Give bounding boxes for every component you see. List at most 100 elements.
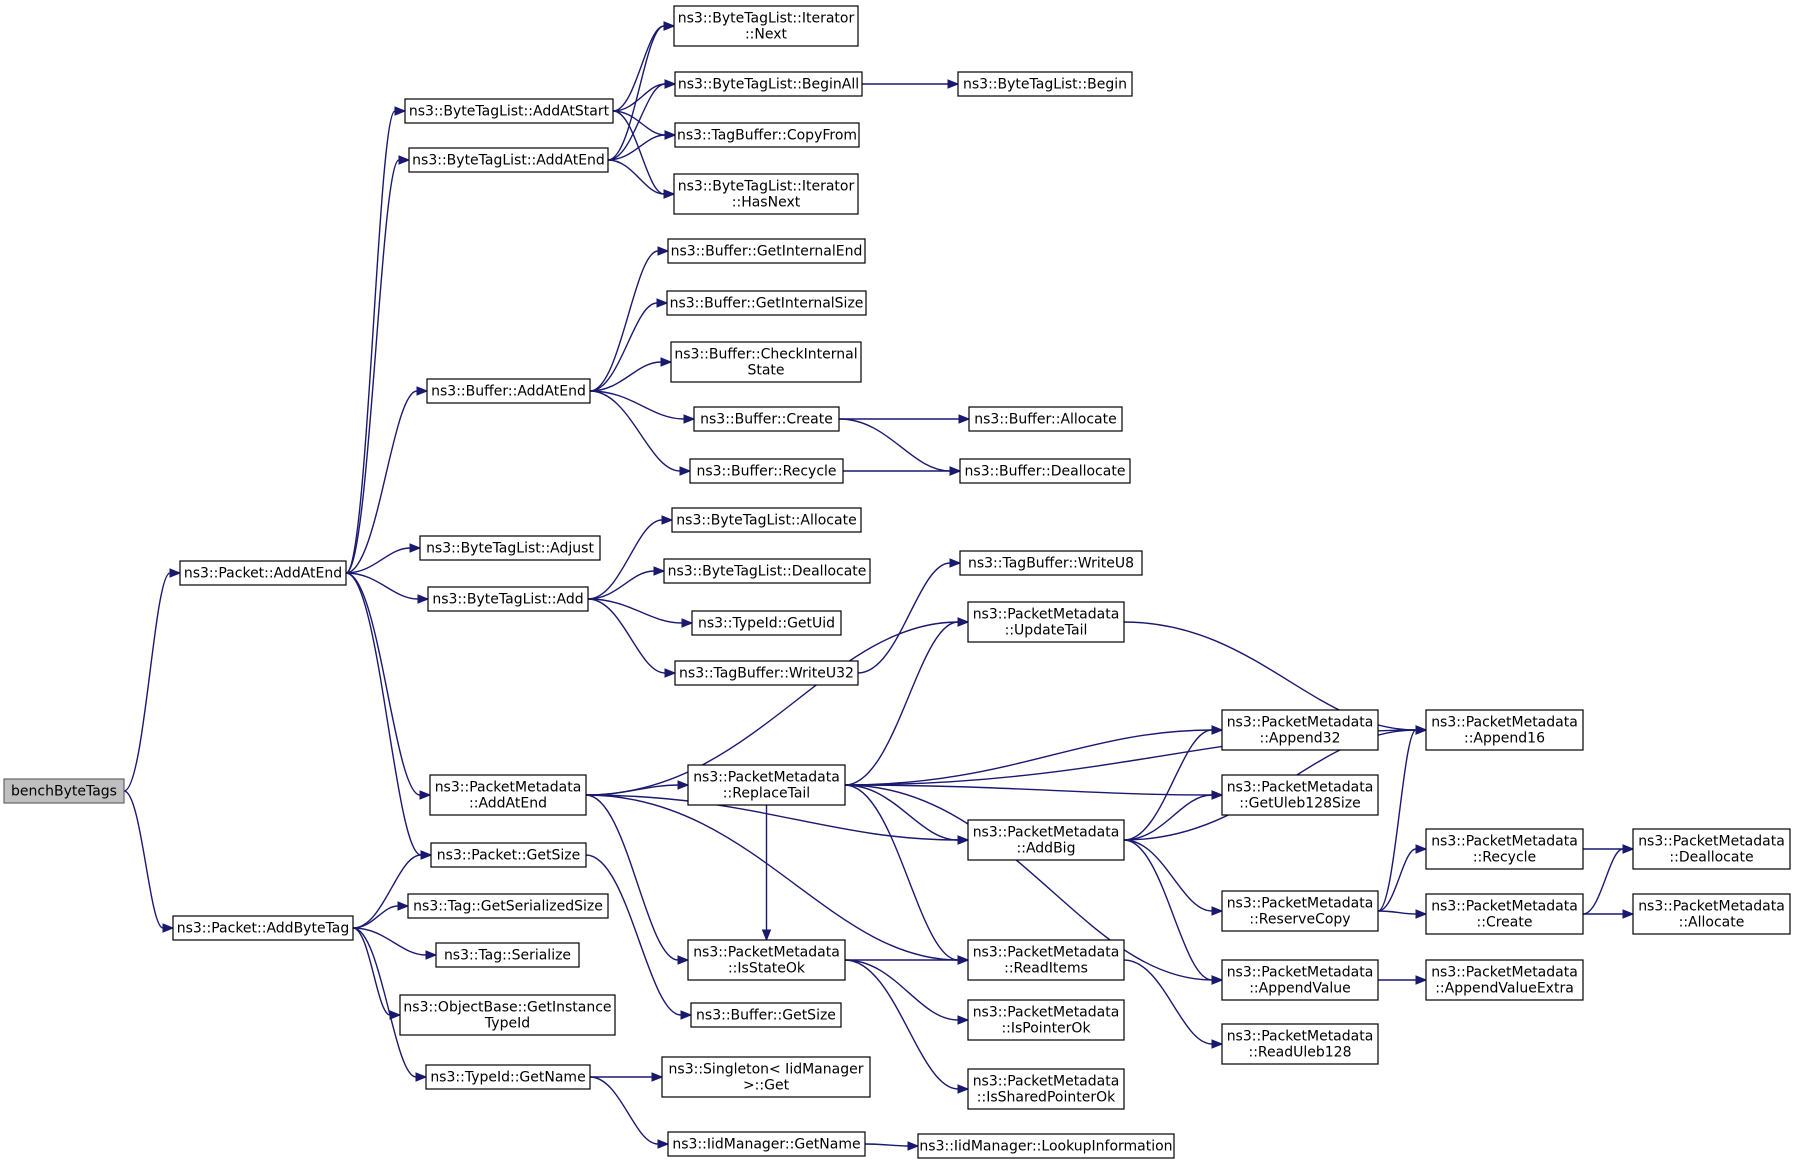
edge-arrowhead — [162, 923, 175, 933]
node-buffer-addatend[interactable]: ns3::Buffer::AddAtEnd — [426, 378, 591, 404]
node-pm-ispointerok[interactable]: ns3::PacketMetadata::IsPointerOk — [967, 999, 1125, 1041]
edge-line — [612, 25, 665, 112]
node-typeid-getname[interactable]: ns3::TypeId::GetName — [425, 1064, 591, 1090]
node-label: ns3::Packet::AddByteTag — [177, 921, 350, 937]
node-iidmanager-getname[interactable]: ns3::IidManager::GetName — [667, 1131, 866, 1157]
edge-buffer-addatend-to-buffer-recycle — [589, 390, 692, 476]
edge-line — [345, 572, 421, 796]
node-box — [435, 942, 580, 968]
node-packet-getsize[interactable]: ns3::Packet::GetSize — [430, 842, 587, 868]
node-singleton-get[interactable]: ns3::Singleton< IidManager>::Get — [661, 1056, 871, 1098]
edge-arrowhead — [1211, 906, 1224, 916]
node-btl-begin[interactable]: ns3::ByteTagList::Begin — [957, 71, 1133, 97]
node-label: ns3::IidManager::GetName — [672, 1137, 860, 1153]
node-buffer-getinternalend[interactable]: ns3::Buffer::GetInternalEnd — [667, 238, 866, 264]
node-buffer-deallocate[interactable]: ns3::Buffer::Deallocate — [959, 458, 1131, 484]
node-box — [673, 5, 859, 47]
node-btl-iterator-next[interactable]: ns3::ByteTagList::Iterator::Next — [673, 5, 859, 47]
node-pm-readuleb128[interactable]: ns3::PacketMetadata::ReadUleb128 — [1221, 1023, 1379, 1065]
edge-packet-addbytetag-to-tag-serialize — [352, 927, 438, 960]
node-pm-addatend[interactable]: ns3::PacketMetadata::AddAtEnd — [429, 774, 587, 816]
node-tag-getserializedsize[interactable]: ns3::Tag::GetSerializedSize — [407, 893, 609, 919]
edge-pm-isstateok-to-pm-readitems — [845, 955, 970, 965]
node-pm-issharedpointerok[interactable]: ns3::PacketMetadata::IsSharedPointerOk — [967, 1068, 1125, 1110]
node-pm-reservecopy[interactable]: ns3::PacketMetadata::ReserveCopy — [1221, 890, 1379, 932]
node-pm-isstateok[interactable]: ns3::PacketMetadata::IsStateOk — [687, 939, 846, 981]
node-box — [419, 535, 601, 561]
node-pm-append16[interactable]: ns3::PacketMetadata::Append16 — [1425, 709, 1584, 751]
edge-arrowhead — [681, 618, 694, 628]
node-box — [404, 98, 614, 124]
edge-buffer-addatend-to-buffer-getinternalend — [589, 246, 670, 392]
node-label: ns3::Packet::AddAtEnd — [184, 566, 342, 582]
node-label: ns3::ByteTagList::BeginAll — [678, 77, 859, 93]
edge-arrowhead — [958, 414, 971, 424]
node-pm-create[interactable]: ns3::PacketMetadata::Create — [1425, 893, 1584, 935]
edge-line — [345, 572, 422, 856]
edge-benchbytetags-to-packet-addbytetag — [123, 790, 175, 933]
node-label: ns3::Buffer::GetInternalSize — [670, 296, 864, 312]
edge-buffer-addatend-to-buffer-checkinternalstate — [589, 357, 673, 392]
edge-iidmanager-getname-to-iidmanager-lookupinformation — [864, 1141, 920, 1151]
edge-line — [844, 959, 959, 1090]
node-pm-allocate[interactable]: ns3::PacketMetadata::Allocate — [1632, 893, 1791, 935]
node-tagbuffer-writeu8[interactable]: ns3::TagBuffer::WriteU8 — [959, 550, 1143, 576]
node-btl-adjust[interactable]: ns3::ByteTagList::Adjust — [419, 535, 601, 561]
edge-pm-create-to-pm-deallocate — [1582, 844, 1635, 915]
node-btl-allocate[interactable]: ns3::ByteTagList::Allocate — [671, 507, 862, 533]
node-benchbytetags[interactable]: benchByteTags — [3, 778, 125, 804]
edge-line — [1377, 848, 1417, 912]
node-label: ns3::PacketMetadata — [973, 825, 1120, 841]
node-btl-deallocate[interactable]: ns3::ByteTagList::Deallocate — [663, 558, 871, 584]
node-tagbuffer-writeu32[interactable]: ns3::TagBuffer::WriteU32 — [674, 660, 859, 686]
node-buffer-getsize[interactable]: ns3::Buffer::GetSize — [690, 1002, 842, 1028]
edge-arrowhead — [1415, 844, 1428, 854]
edge-line — [587, 570, 655, 600]
edge-line — [844, 784, 1213, 796]
node-btl-iterator-hasnext[interactable]: ns3::ByteTagList::Iterator::HasNext — [673, 173, 859, 215]
node-pm-appendvalueextra[interactable]: ns3::PacketMetadata::AppendValueExtra — [1425, 959, 1584, 1001]
node-pm-updatetail[interactable]: ns3::PacketMetadata::UpdateTail — [967, 601, 1125, 643]
node-pm-readitems[interactable]: ns3::PacketMetadata::ReadItems — [967, 939, 1125, 981]
node-typeid-getuid[interactable]: ns3::TypeId::GetUid — [691, 610, 842, 636]
node-pm-append32[interactable]: ns3::PacketMetadata::Append32 — [1221, 709, 1379, 751]
node-btl-add[interactable]: ns3::ByteTagList::Add — [427, 586, 589, 612]
node-label: ns3::PacketMetadata — [693, 770, 840, 786]
node-pm-deallocate[interactable]: ns3::PacketMetadata::Deallocate — [1632, 828, 1791, 870]
node-box — [691, 610, 842, 636]
node-tagbuffer-copyfrom[interactable]: ns3::TagBuffer::CopyFrom — [674, 122, 860, 148]
node-iidmanager-lookupinformation[interactable]: ns3::IidManager::LookupInformation — [917, 1133, 1175, 1159]
node-packet-addbytetag[interactable]: ns3::Packet::AddByteTag — [172, 915, 354, 941]
edge-arrowhead — [1211, 790, 1224, 800]
node-label: ::UpdateTail — [1005, 623, 1088, 639]
node-box — [1425, 709, 1584, 751]
node-pm-addbig[interactable]: ns3::PacketMetadata::AddBig — [967, 819, 1125, 861]
node-buffer-create[interactable]: ns3::Buffer::Create — [693, 406, 840, 432]
edge-typeid-getname-to-iidmanager-getname — [589, 1076, 670, 1149]
node-packet-addatend[interactable]: ns3::Packet::AddAtEnd — [179, 560, 347, 586]
edge-arrowhead — [663, 189, 676, 199]
node-label: ns3::TagBuffer::WriteU32 — [679, 666, 854, 682]
edge-line — [607, 159, 665, 195]
node-btl-addatstart[interactable]: ns3::ByteTagList::AddAtStart — [404, 98, 614, 124]
node-btl-addatend[interactable]: ns3::ByteTagList::AddAtEnd — [408, 147, 609, 173]
node-buffer-allocate[interactable]: ns3::Buffer::Allocate — [968, 406, 1123, 432]
edge-arrowhead — [664, 668, 677, 678]
node-pm-getuleb128size[interactable]: ns3::PacketMetadata::GetUleb128Size — [1221, 774, 1379, 816]
node-pm-replacetail[interactable]: ns3::PacketMetadata::ReplaceTail — [687, 764, 846, 806]
edge-line — [585, 794, 959, 961]
node-pm-appendvalue[interactable]: ns3::PacketMetadata::AppendValue — [1221, 959, 1379, 1001]
edge-arrowhead — [957, 1015, 970, 1025]
node-btl-beginall[interactable]: ns3::ByteTagList::BeginAll — [674, 71, 863, 97]
node-label: ::Next — [745, 27, 788, 43]
node-buffer-getinternalsize[interactable]: ns3::Buffer::GetInternalSize — [666, 290, 867, 316]
node-pm-recycle[interactable]: ns3::PacketMetadata::Recycle — [1425, 828, 1584, 870]
node-label: ns3::Buffer::Allocate — [974, 412, 1117, 428]
edge-buffer-create-to-buffer-allocate — [839, 414, 971, 424]
node-box — [172, 915, 354, 941]
node-buffer-recycle[interactable]: ns3::Buffer::Recycle — [689, 458, 844, 484]
edge-line — [345, 547, 411, 574]
node-tag-serialize[interactable]: ns3::Tag::Serialize — [435, 942, 580, 968]
